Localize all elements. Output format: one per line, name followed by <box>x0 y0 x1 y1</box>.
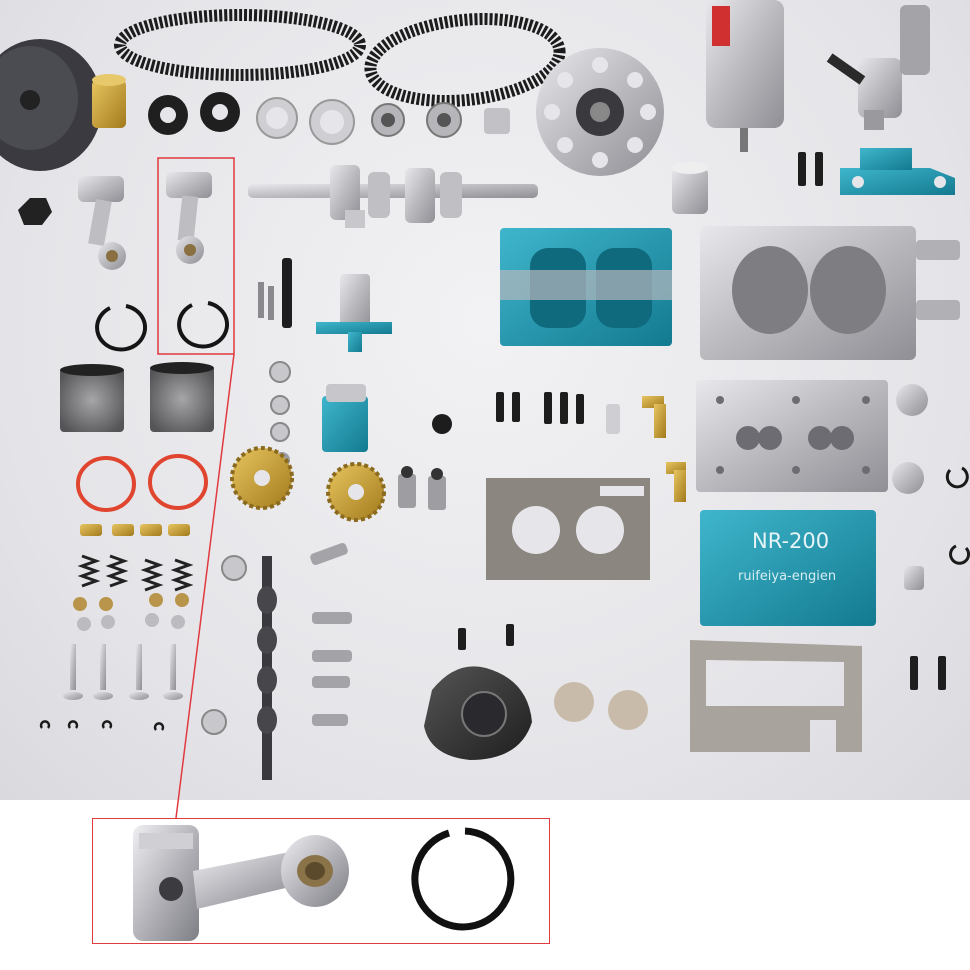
glow-plugs <box>398 466 446 510</box>
valve-parts <box>39 524 194 731</box>
teal-mount <box>316 274 392 352</box>
carburetor <box>826 5 930 130</box>
teal-rocker-block <box>322 384 368 452</box>
rocker-arms <box>310 542 352 726</box>
alu-discs <box>554 682 648 730</box>
o-rings <box>76 454 208 512</box>
rings-right <box>945 466 970 565</box>
piston-rod-left <box>78 176 126 270</box>
small-fitting-right <box>904 566 924 590</box>
engraved-model: NR-200 <box>752 529 829 553</box>
flywheel <box>0 39 102 171</box>
brass-pulley <box>92 74 126 128</box>
teal-bracket <box>840 148 955 195</box>
camshaft <box>257 556 277 780</box>
black-cover-plate <box>424 624 532 760</box>
timing-belts <box>114 9 566 108</box>
small-screws-top <box>798 152 823 186</box>
gasket-plate <box>486 478 650 580</box>
parts-photo: NR-200 ruifeiya-engien <box>0 0 970 800</box>
alu-caps-right <box>892 384 928 494</box>
rubber-grommet <box>432 414 452 434</box>
crankshaft <box>248 165 538 228</box>
zoomed-piston-ring <box>411 827 515 931</box>
teal-crankcase <box>500 228 672 346</box>
cylinder-liners <box>60 362 214 432</box>
piston-rings <box>95 301 230 352</box>
bolts-group <box>496 392 584 424</box>
zoomed-piston-rod <box>133 825 349 941</box>
piston-rod-highlighted <box>166 172 212 264</box>
starter-motor <box>706 0 784 152</box>
screws-bottom-right <box>910 656 946 690</box>
cam-pulley <box>536 48 664 176</box>
seals-bearings-row <box>148 92 510 145</box>
alu-bushing <box>672 162 708 214</box>
gasket-frame <box>690 640 862 752</box>
pins <box>258 258 292 328</box>
zoom-callout <box>92 818 550 944</box>
aluminum-block <box>700 226 960 360</box>
brass-gears <box>230 446 386 522</box>
small-bearings-left <box>201 555 247 735</box>
valve-cover: NR-200 ruifeiya-engien <box>700 510 876 626</box>
brass-fittings <box>606 396 686 502</box>
engraved-brand: ruifeiya-engien <box>738 569 836 584</box>
cylinder-head <box>696 380 888 492</box>
hex-nut <box>18 198 52 225</box>
